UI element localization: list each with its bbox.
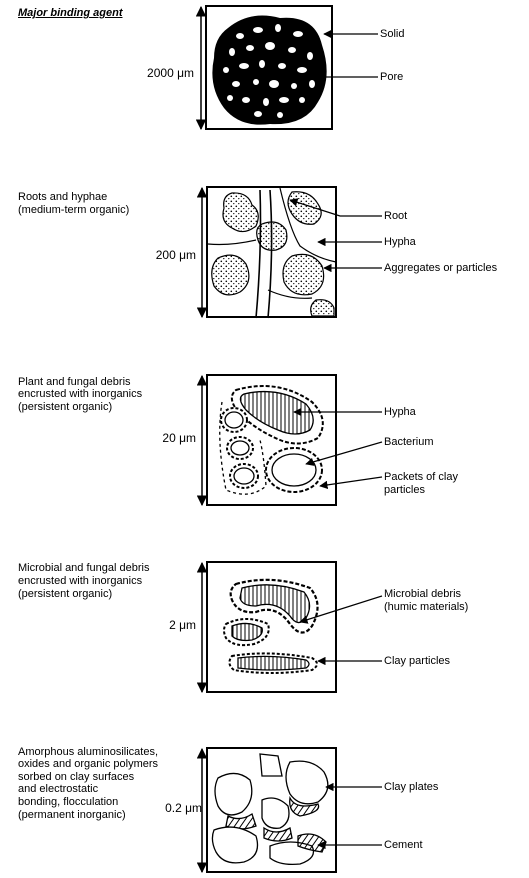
panel3-arrows: [293, 407, 383, 490]
agent-amorphous-line6: (permanent inorganic): [18, 809, 126, 821]
panel2-arrows: [289, 198, 382, 273]
label-root: Root: [384, 210, 408, 222]
clay-plates-drawing: [211, 753, 329, 866]
label-microbial-debris-2: (humic materials): [384, 601, 469, 613]
agent-plant-debris-line2: encrusted with inorganics: [18, 388, 143, 400]
label-aggregates: Aggregates or particles: [384, 262, 498, 274]
pore-holes: [223, 24, 315, 118]
agent-microbial-line1: Microbial and fungal debris: [18, 562, 150, 574]
agent-amorphous-line2: oxides and organic polymers: [18, 758, 159, 770]
plant-debris-drawing: [219, 385, 324, 495]
label-pore: Pore: [380, 71, 404, 83]
label-packets-clay-1: Packets of clay: [384, 471, 458, 483]
agent-amorphous-line3: sorbed on clay surfaces: [18, 771, 135, 783]
label-solid: Solid: [380, 28, 405, 40]
label-hypha: Hypha: [384, 236, 416, 248]
agent-roots-hyphae-line2: (medium-term organic): [18, 204, 130, 216]
scale-200um: 200 μm: [155, 248, 196, 262]
scale-2um: 2 μm: [169, 618, 196, 632]
label-bacterium: Bacterium: [384, 436, 434, 448]
agent-amorphous-line1: Amorphous aluminosilicates,: [18, 746, 159, 758]
label-clay-particles: Clay particles: [384, 655, 451, 667]
label-clay-plates: Clay plates: [384, 781, 439, 793]
label-cement: Cement: [384, 839, 423, 851]
label-hypha-2: Hypha: [384, 406, 416, 418]
scale-2000um: 2000 μm: [147, 66, 194, 80]
roots-hyphae-drawing: [207, 187, 337, 319]
agent-microbial-line2: encrusted with inorganics: [18, 575, 143, 587]
label-packets-clay-2: particles: [384, 484, 425, 496]
panel5-arrows: [317, 782, 382, 850]
label-microbial-debris-1: Microbial debris: [384, 588, 462, 600]
agent-plant-debris-line3: (persistent organic): [18, 401, 113, 413]
scale-bars: [195, 5, 208, 874]
scale-20um: 20 μm: [162, 431, 196, 445]
solid-mass: [212, 15, 327, 125]
agent-plant-debris-line1: Plant and fungal debris: [18, 376, 131, 388]
agent-microbial-line3: (persistent organic): [18, 588, 113, 600]
panel1-arrows: [317, 29, 378, 82]
microbial-debris-drawing: [223, 578, 319, 674]
heading-major-binding-agent: Major binding agent: [18, 7, 123, 19]
agent-amorphous-line4: and electrostatic: [18, 783, 99, 795]
agent-roots-hyphae-line1: Roots and hyphae: [18, 191, 108, 203]
agent-amorphous-line5: bonding, flocculation: [18, 796, 119, 808]
scale-0-2um: 0.2 μm: [165, 801, 202, 815]
panel4-arrows: [299, 595, 383, 666]
